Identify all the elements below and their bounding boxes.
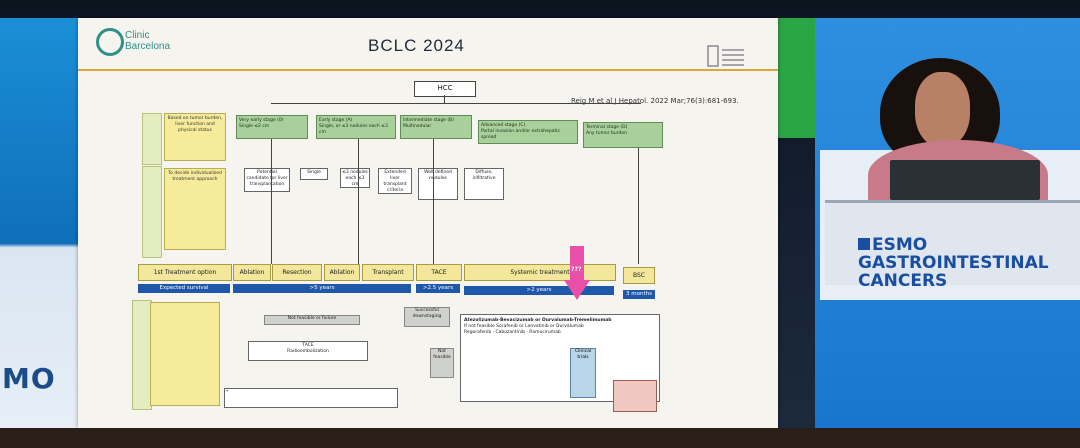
- slide-title: BCLC 2024: [368, 36, 465, 55]
- projected-slide: Clinic Barcelona BCLC 2024 Reig M et al …: [78, 18, 778, 428]
- stage-intermediate: Intermediate stage (B)Multinodular: [400, 115, 472, 139]
- connector: [271, 103, 641, 104]
- decision-description: [150, 302, 220, 406]
- side-column-decision: [132, 300, 152, 410]
- crest-icon: [707, 45, 744, 67]
- survival-5-years: >5 years: [233, 284, 411, 293]
- side-column-patient: [142, 166, 162, 258]
- first-treatment-label: 1st Treatment option: [138, 264, 232, 281]
- criteria-box: Extended liver transplant criteria: [378, 168, 412, 194]
- clinic-logo-icon: [96, 28, 124, 56]
- criteria-box: Single: [300, 168, 328, 180]
- connector: [444, 95, 445, 103]
- successful-downstaging: Successful downstaging: [404, 307, 450, 327]
- treatment-transplant: Transplant: [362, 264, 414, 281]
- stage-terminal: Terminal stage (D)Any tumor burden: [583, 122, 663, 148]
- podium-monitor: [890, 160, 1040, 200]
- criteria-box: Potential candidate for liver transplant…: [244, 168, 290, 192]
- connector: [638, 148, 639, 264]
- connector: [433, 139, 434, 264]
- connector: [358, 139, 359, 264]
- footnote-box: *: [224, 388, 398, 408]
- stage-floor: [0, 428, 1080, 448]
- bsc-decision-box: [613, 380, 657, 412]
- prognosis-description: Based on tumor burden, liver function an…: [164, 113, 226, 161]
- criteria-box: ≤3 nodules each ≤3 cm: [340, 168, 370, 188]
- treatment-ablation-2: Ablation: [324, 264, 360, 281]
- treatment-ablation: Ablation: [233, 264, 271, 281]
- speaker-face: [915, 72, 970, 147]
- survival-2-years: >2 years: [464, 286, 614, 295]
- treatment-bsc: BSC: [623, 267, 655, 284]
- stage-early: Early stage (A)Single, or ≤3 nodules eac…: [316, 115, 396, 139]
- clinic-logo-text: Clinic Barcelona: [125, 30, 171, 52]
- podium-brand: ESMO GASTROINTESTINAL CANCERS: [858, 235, 1049, 291]
- patient-description: To decide individualized treatment appro…: [164, 168, 226, 250]
- reference: Reig M et al J Hepatol. 2022 Mar;76(3):6…: [571, 97, 739, 105]
- arrow-label: ???: [571, 266, 582, 273]
- criteria-box: Well defined nodules: [418, 168, 458, 200]
- title-rule: [78, 69, 778, 71]
- esmo-square-icon: [858, 238, 870, 250]
- pink-arrow-icon: [564, 246, 590, 300]
- hcc-root-box: HCC: [414, 81, 476, 97]
- survival-2-5-years: >2.5 years: [416, 284, 460, 293]
- left-esmo-logo: MO: [2, 362, 56, 395]
- left-screen-band: [0, 18, 80, 428]
- not-feasible-small: Not feasible: [430, 348, 454, 378]
- survival-3-months: 3 months: [623, 290, 655, 299]
- treatment-systemic: Systemic treatment: [464, 264, 616, 281]
- stage-advanced: Advanced stage (C)Portal invasion and/or…: [478, 120, 578, 144]
- criteria-box: Diffuse, infiltrative: [464, 168, 504, 200]
- survival-label: Expected survival: [138, 284, 230, 293]
- treatment-resection: Resection: [272, 264, 322, 281]
- clinical-trials-box: Clinical trials: [570, 348, 596, 398]
- treatment-tace: TACE: [416, 264, 462, 281]
- stage-very-early: Very early stage (0)Single ≤2 cm: [236, 115, 308, 139]
- side-column-prognosis: [142, 113, 162, 165]
- connector: [271, 139, 272, 264]
- not-feasible-box: Not feasible or failure: [264, 315, 360, 325]
